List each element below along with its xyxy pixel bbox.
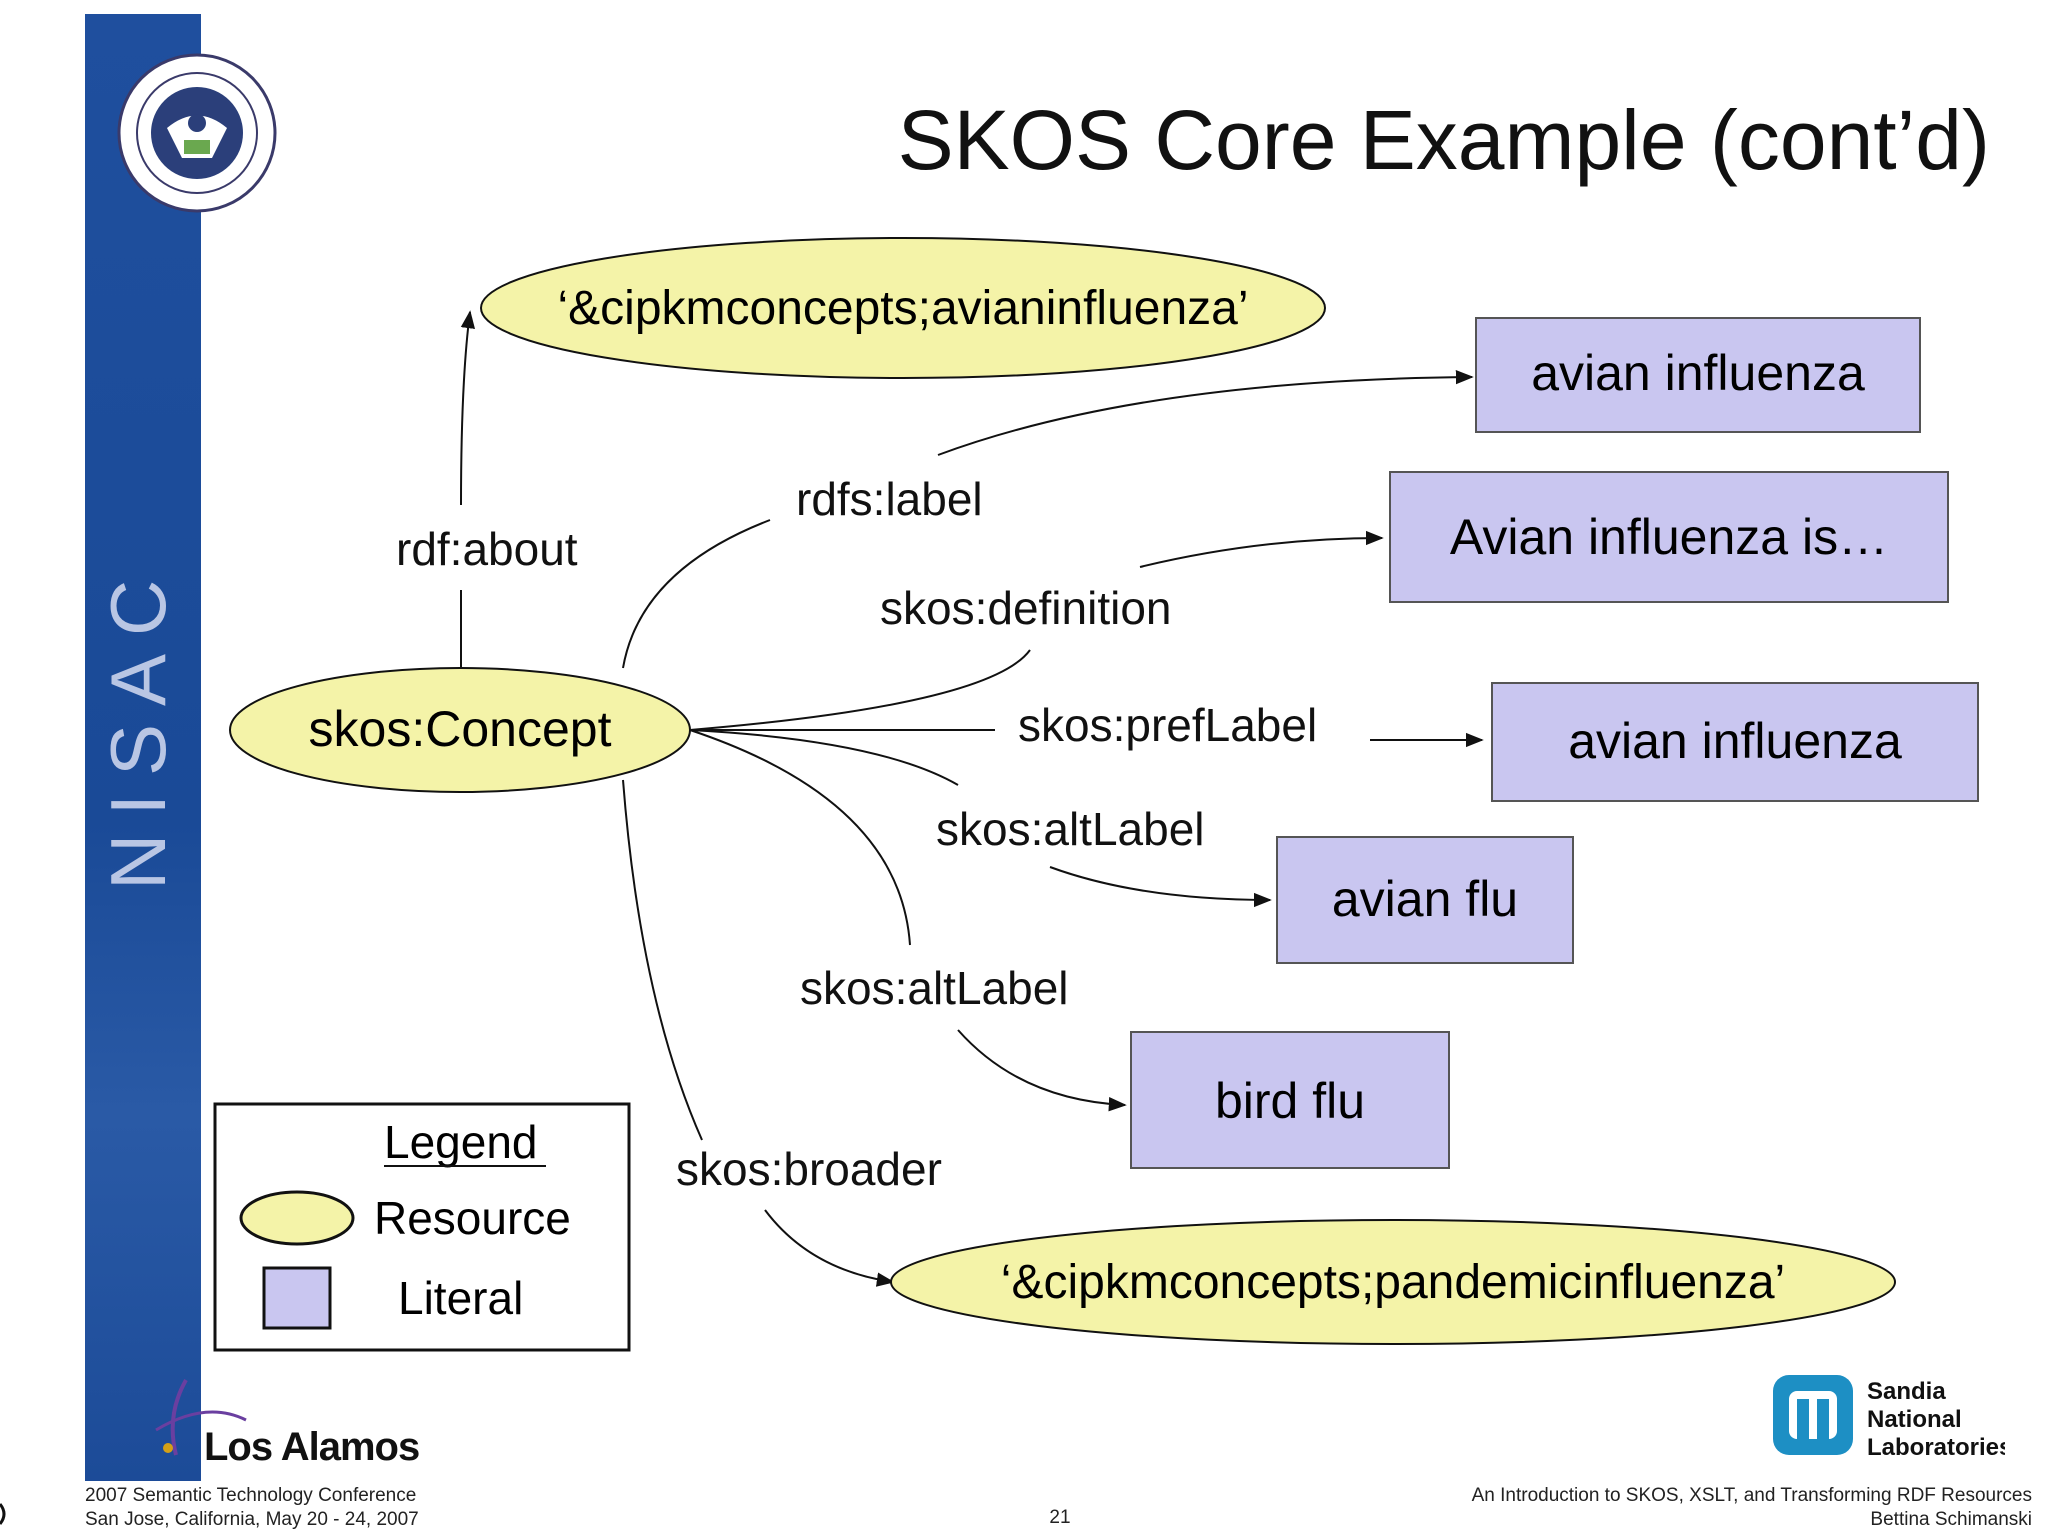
node-altlabel2-target: bird flu	[1130, 1031, 1450, 1169]
edge-label-label: rdfs:label	[796, 473, 983, 525]
sandia-line2: National	[1867, 1406, 1962, 1433]
sidebar-band	[85, 14, 201, 1481]
node-about-target: ‘&cipkmconcepts;avianinfluenza’	[480, 237, 1326, 379]
edge-rdf-about-upper	[460, 310, 476, 506]
node-altlabel2-target-text: bird flu	[1215, 1073, 1365, 1129]
edge-broader-upper	[764, 1209, 895, 1287]
node-about-target-label: ‘&cipkmconcepts;avianinfluenza’	[557, 282, 1248, 335]
nisac-vertical-text: NISAC	[94, 562, 182, 890]
edge-label-broader: skos:broader	[676, 1143, 942, 1195]
edge-altlabel2-lower	[689, 729, 911, 946]
node-label-target: avian influenza	[1475, 317, 1921, 433]
legend: Legend Resource Literal	[213, 1102, 631, 1352]
node-altlabel1-target: avian flu	[1276, 836, 1574, 964]
node-preflabel-target-text: avian influenza	[1568, 713, 1902, 769]
los-alamos-logo: Los Alamos	[155, 1379, 420, 1469]
edge-broader-lower	[622, 779, 703, 1141]
node-concept: skos:Concept	[229, 667, 691, 793]
sandia-line3: Laboratories	[1867, 1434, 2005, 1461]
node-definition-target-text: Avian influenza is…	[1450, 509, 1888, 565]
edge-altlabel1-lower	[689, 729, 959, 786]
edge-altlabel1-upper	[1049, 866, 1272, 908]
footer-left-line2: San Jose, California, May 20 - 24, 2007	[85, 1509, 419, 1530]
edge-definition-lower	[689, 649, 1031, 731]
page-number: 21	[1049, 1507, 1071, 1528]
legend-literal-swatch	[262, 1266, 332, 1330]
edge-rdfs-label-upper	[937, 369, 1474, 456]
legend-resource-swatch	[239, 1190, 355, 1246]
nisac-text: NISAC	[94, 562, 182, 890]
edge-label-about: rdf:about	[396, 523, 578, 575]
slide-title: SKOS Core Example (cont’d)	[897, 93, 1990, 187]
footer-presentation: An Introduction to SKOS, XSLT, and Trans…	[1472, 1484, 2032, 1532]
edge-altlabel2-upper	[957, 1029, 1127, 1112]
edge-rdfs-label-lower	[622, 519, 771, 669]
node-concept-label: skos:Concept	[309, 701, 612, 757]
dhs-seal-icon	[117, 53, 277, 213]
footer-right-line1: An Introduction to SKOS, XSLT, and Trans…	[1471, 1485, 2032, 1506]
legend-title: Legend	[384, 1116, 538, 1168]
node-broader-target: ‘&cipkmconcepts;pandemicinfluenza’	[890, 1219, 1896, 1345]
edge-label-definition: skos:definition	[880, 582, 1172, 634]
footer-left-line1: 2007 Semantic Technology Conference	[85, 1485, 417, 1506]
node-definition-target: Avian influenza is…	[1389, 471, 1949, 603]
sandia-line1: Sandia	[1867, 1378, 1946, 1405]
node-preflabel-target: avian influenza	[1491, 682, 1979, 802]
footer-right-line2: Bettina Schimanski	[1870, 1509, 2032, 1530]
legend-literal-label: Literal	[398, 1272, 523, 1324]
legend-resource-label: Resource	[374, 1192, 571, 1244]
edge-label-altlabel1: skos:altLabel	[936, 803, 1205, 855]
node-broader-target-label: ‘&cipkmconcepts;pandemicinfluenza’	[1001, 1256, 1785, 1309]
los-alamos-text: Los Alamos	[204, 1425, 419, 1469]
sandia-logo: Sandia National Laboratories	[1773, 1375, 2005, 1461]
edge-artifact	[0, 1503, 6, 1525]
node-label-target-text: avian influenza	[1531, 345, 1865, 401]
edge-label-preflabel: skos:prefLabel	[1018, 699, 1317, 751]
edge-label-altlabel2: skos:altLabel	[800, 962, 1069, 1014]
node-altlabel1-target-text: avian flu	[1332, 871, 1518, 927]
footer-conference: 2007 Semantic Technology Conference San …	[85, 1484, 419, 1532]
edge-definition-upper	[1139, 530, 1384, 568]
